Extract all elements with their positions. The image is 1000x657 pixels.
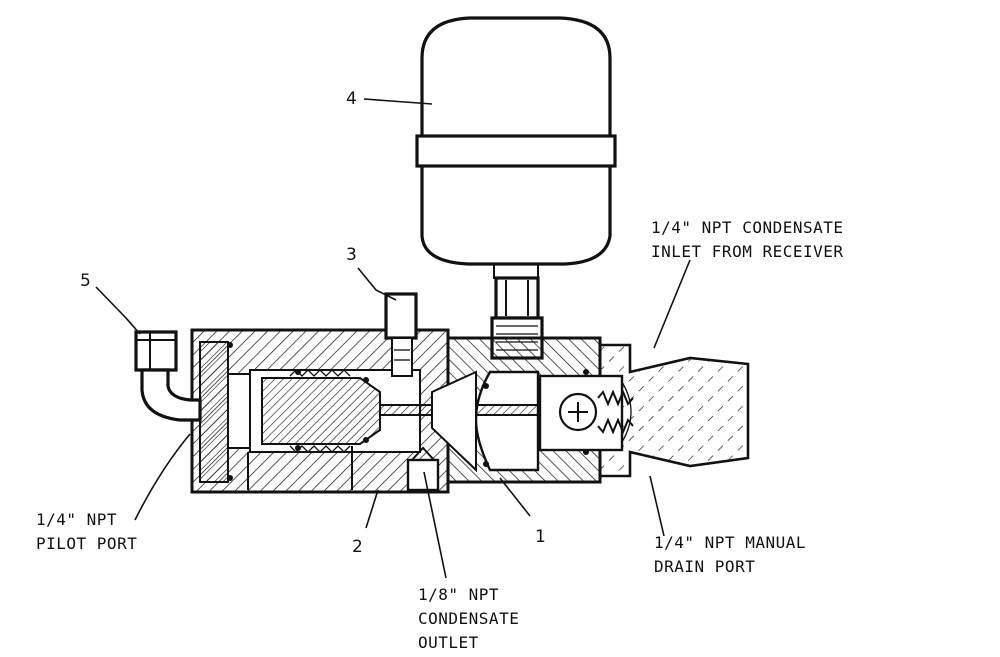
label-line: 1/4" NPT (36, 510, 117, 529)
top-fitting (384, 292, 418, 377)
label-line: PILOT PORT (36, 534, 137, 553)
label-condensate-outlet: 1/8" NPT CONDENSATE OUTLET (418, 585, 519, 652)
valve-body (190, 328, 750, 494)
label-line: 1/4" NPT MANUAL (654, 533, 806, 552)
label-line: CONDENSATE (418, 609, 519, 628)
pilot-elbow-fitting (134, 330, 202, 422)
callout-2: 2 (352, 537, 363, 557)
label-line: 1/4" NPT CONDENSATE (651, 218, 844, 237)
label-pilot-port: 1/4" NPT PILOT PORT (36, 510, 137, 553)
accumulator-tank (415, 16, 617, 360)
label-line: OUTLET (418, 633, 479, 652)
callout-1: 1 (535, 527, 546, 547)
label-manual-drain: 1/4" NPT MANUAL DRAIN PORT (654, 533, 806, 576)
label-line: INLET FROM RECEIVER (651, 242, 844, 261)
label-condensate-inlet: 1/4" NPT CONDENSATE INLET FROM RECEIVER (651, 218, 844, 261)
label-line: DRAIN PORT (654, 557, 755, 576)
label-line: 1/8" NPT (418, 585, 499, 604)
callout-3: 3 (346, 245, 357, 265)
check-valve (538, 374, 634, 452)
outlet-fitting (406, 446, 440, 492)
leader-lines (95, 98, 691, 579)
callout-4: 4 (346, 89, 357, 109)
callout-5: 5 (80, 271, 91, 291)
